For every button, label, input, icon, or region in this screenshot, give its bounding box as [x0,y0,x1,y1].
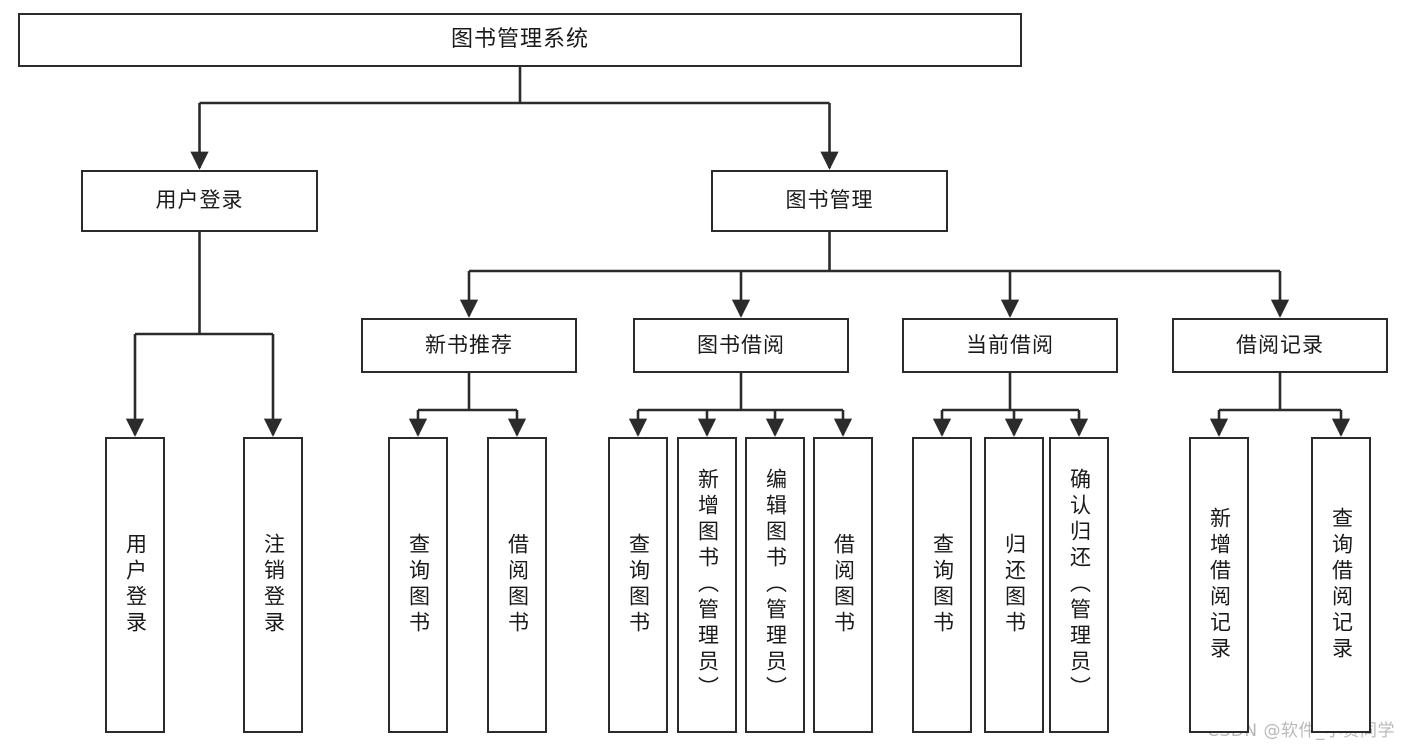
node-book-manage[interactable]: 图书管理 [711,170,948,232]
node-label: 借阅记录 [1236,332,1324,357]
node-leaf-edit-book[interactable]: 编辑图书（管理员） [745,437,805,733]
node-label: 图书管理系统 [450,26,589,52]
node-label: 查询图书 [406,533,431,637]
node-leaf-query-book-3[interactable]: 查询图书 [912,437,972,733]
node-label: 查询图书 [626,533,651,637]
node-borrow-record[interactable]: 借阅记录 [1172,318,1388,373]
node-leaf-logout[interactable]: 注销登录 [243,437,303,733]
node-label: 图书借阅 [697,332,785,357]
node-label: 图书管理 [785,188,874,213]
node-leaf-confirm-return[interactable]: 确认归还（管理员） [1049,437,1109,733]
node-label: 编辑图书（管理员） [763,468,788,702]
node-label: 借阅图书 [505,533,530,637]
node-label: 注销登录 [261,533,286,637]
node-leaf-user-login[interactable]: 用户登录 [105,437,165,733]
node-root-book-management-system[interactable]: 图书管理系统 [18,13,1022,67]
node-label: 归还图书 [1002,533,1027,637]
node-label: 当前借阅 [966,332,1054,357]
node-leaf-borrow-book-2[interactable]: 借阅图书 [813,437,873,733]
node-book-borrow[interactable]: 图书借阅 [633,318,849,373]
node-new-book-rec[interactable]: 新书推荐 [361,318,577,373]
node-label: 新增图书（管理员） [695,468,720,702]
node-label: 确认归还（管理员） [1067,468,1092,702]
node-label: 新书推荐 [425,332,513,357]
node-label: 借阅图书 [831,533,856,637]
node-leaf-return-book[interactable]: 归还图书 [984,437,1044,733]
node-label: 用户登录 [123,533,148,637]
node-label: 查询图书 [930,533,955,637]
node-leaf-query-book-1[interactable]: 查询图书 [388,437,448,733]
node-current-borrow[interactable]: 当前借阅 [902,318,1118,373]
node-leaf-add-book[interactable]: 新增图书（管理员） [677,437,737,733]
node-label: 新增借阅记录 [1207,507,1232,663]
node-label: 用户登录 [155,188,244,213]
node-leaf-query-record[interactable]: 查询借阅记录 [1311,437,1371,733]
node-leaf-add-record[interactable]: 新增借阅记录 [1189,437,1249,733]
node-user-login[interactable]: 用户登录 [81,170,318,232]
node-leaf-borrow-book-1[interactable]: 借阅图书 [487,437,547,733]
node-label: 查询借阅记录 [1329,507,1354,663]
node-leaf-query-book-2[interactable]: 查询图书 [608,437,668,733]
